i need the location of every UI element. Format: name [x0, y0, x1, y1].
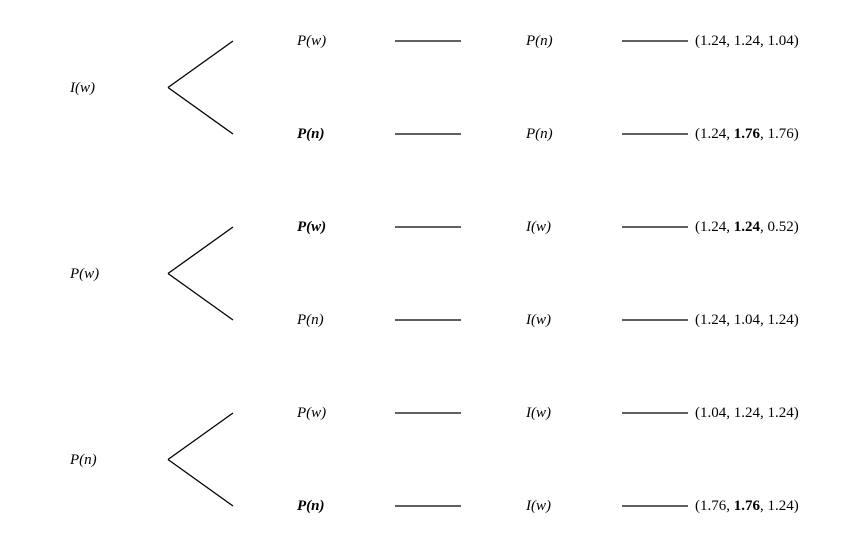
second-move-label: P(n): [526, 33, 553, 49]
branch-line-lower: [167, 272, 234, 321]
payoff-value: 1.24: [700, 33, 727, 49]
branch-line-upper: [167, 412, 234, 461]
second-move-label: P(n): [526, 126, 553, 142]
first-move-label: P(w): [297, 219, 327, 235]
first-move-label: P(n): [297, 126, 325, 142]
payoff-value: 1.76: [700, 498, 727, 514]
payoff-value: 1.24: [733, 33, 760, 49]
branch-line-lower: [167, 86, 234, 135]
payoff-tuple: (1.24, 1.76, 1.76): [695, 126, 799, 142]
first-move-label: P(w): [297, 33, 327, 49]
payoff-value: 1.24: [733, 219, 760, 235]
payoff-value: 1.04: [767, 33, 794, 49]
payoff-value: 1.24: [700, 126, 727, 142]
payoff-value: 1.24: [700, 312, 727, 328]
payoff-tuple: (1.04, 1.24, 1.24): [695, 405, 799, 421]
second-move-label: I(w): [526, 219, 551, 235]
first-move-label: P(n): [297, 312, 324, 328]
root-node-label: P(n): [70, 451, 97, 468]
payoff-value: 1.76: [733, 126, 760, 142]
payoff-tuple: (1.24, 1.24, 1.04): [695, 33, 799, 49]
second-move-label: I(w): [526, 312, 551, 328]
payoff-value: 1.76: [733, 498, 760, 514]
second-move-label: I(w): [526, 498, 551, 514]
payoff-value: 1.04: [700, 405, 727, 421]
branch-line-upper: [167, 40, 234, 89]
payoff-tuple: (1.24, 1.24, 0.52): [695, 219, 799, 235]
branch-line-lower: [167, 458, 234, 507]
branch-line-upper: [167, 226, 234, 275]
payoff-value: 0.52: [767, 219, 794, 235]
payoff-tuple: (1.76, 1.76, 1.24): [695, 498, 799, 514]
second-move-label: I(w): [526, 405, 551, 421]
payoff-tuple: (1.24, 1.04, 1.24): [695, 312, 799, 328]
first-move-label: P(n): [297, 498, 325, 514]
payoff-value: 1.24: [700, 219, 727, 235]
payoff-value: 1.24: [767, 312, 794, 328]
root-node-label: P(w): [70, 265, 100, 282]
payoff-value: 1.24: [767, 405, 794, 421]
first-move-label: P(w): [297, 405, 327, 421]
payoff-value: 1.24: [767, 498, 794, 514]
root-node-label: I(w): [70, 79, 95, 96]
payoff-value: 1.76: [767, 126, 794, 142]
payoff-value: 1.04: [733, 312, 760, 328]
payoff-value: 1.24: [733, 405, 760, 421]
